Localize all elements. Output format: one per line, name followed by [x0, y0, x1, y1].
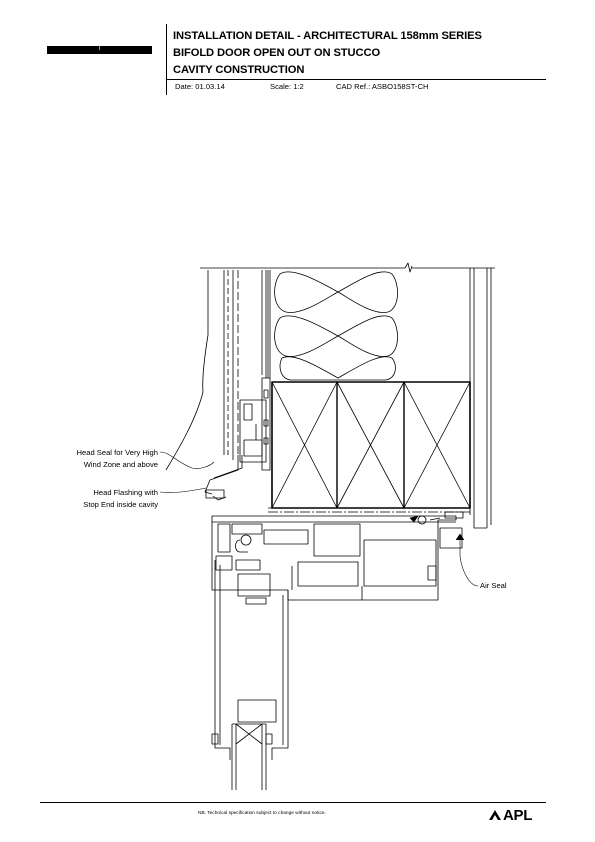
- lintel-packer: [268, 507, 470, 519]
- apl-logo: APL: [487, 806, 547, 826]
- ceiling-line: [200, 262, 495, 273]
- callout-leaders: [159, 451, 479, 587]
- framing-stud: [261, 270, 271, 378]
- door-panel-stile: [211, 560, 289, 790]
- head-frame-extrusion: [211, 515, 463, 601]
- callout-head-flashing-line-2: Stop End inside cavity: [83, 500, 158, 509]
- stucco-cladding: [165, 270, 239, 471]
- callout-head-flashing-line-1: Head Flashing with: [93, 488, 158, 497]
- title-line-2: BIFOLD DOOR OPEN OUT ON STUCCO: [173, 47, 381, 59]
- timber-lintel: [271, 381, 471, 509]
- apl-logo-text: APL: [503, 807, 533, 824]
- callout-head-seal-line-1: Head Seal for Very High: [76, 448, 158, 457]
- footer-disclaimer: NB. Technical specification subject to c…: [198, 811, 326, 816]
- drawing-title: INSTALLATION DETAIL - ARCHITECTURAL 158m…: [173, 28, 553, 79]
- cad-reference: CAD Ref.: ASBO158ST-CH: [336, 82, 429, 91]
- title-line-1: INSTALLATION DETAIL - ARCHITECTURAL 158m…: [173, 30, 482, 42]
- sheet-tag-label: I: [98, 46, 101, 52]
- drawing-scale: Scale: 1:2: [270, 82, 304, 91]
- header-divider-vertical: [166, 24, 167, 95]
- title-line-3: CAVITY CONSTRUCTION: [173, 64, 305, 76]
- footer-divider: [40, 802, 546, 803]
- callout-head-seal-line-2: Wind Zone and above: [83, 460, 158, 469]
- header-divider-horizontal: [166, 79, 546, 80]
- sheet-tag: I: [47, 46, 152, 54]
- apl-logo-icon: [489, 810, 501, 820]
- head-seal-block: [239, 377, 271, 471]
- interior-lining: [469, 268, 492, 529]
- callout-head-seal: Head Seal for Very High Wind Zone and ab…: [77, 447, 158, 471]
- insulation-batts: [274, 271, 398, 381]
- callout-head-flashing: Head Flashing with Stop End inside cavit…: [83, 487, 158, 511]
- callout-air-seal: Air Seal: [480, 581, 507, 590]
- drawing-date: Date: 01.03.14: [175, 82, 225, 91]
- head-flashing: [204, 455, 243, 501]
